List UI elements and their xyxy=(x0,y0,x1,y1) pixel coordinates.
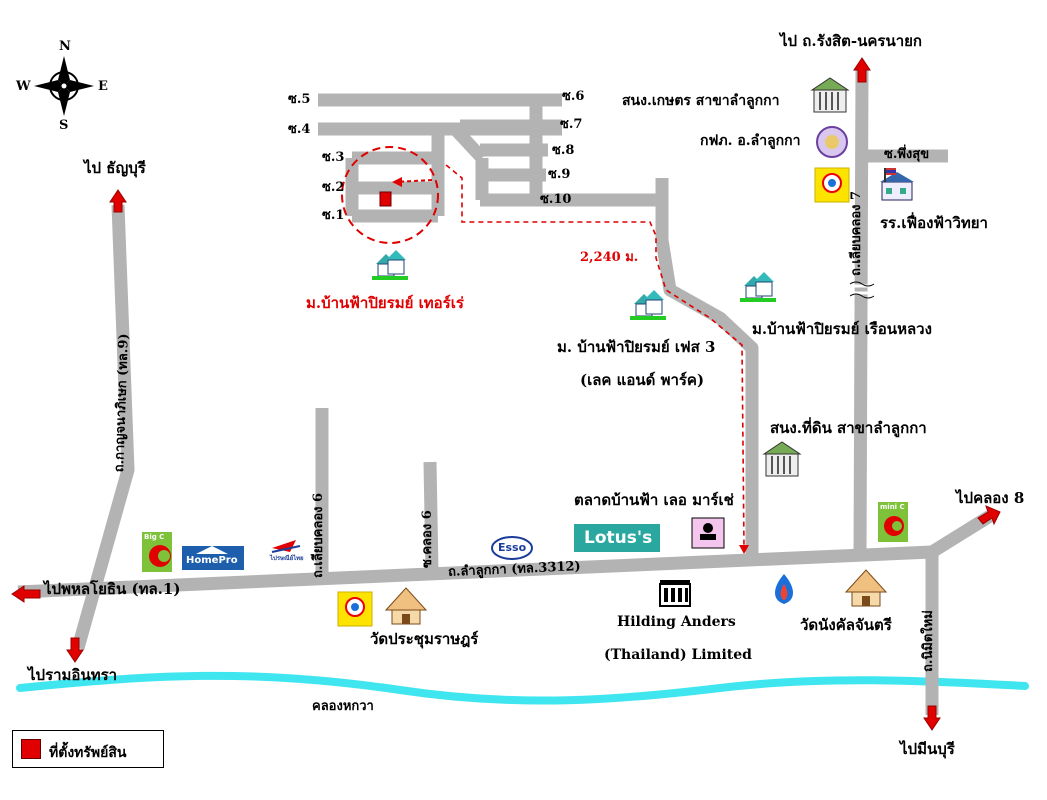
road-break-symbol xyxy=(848,284,876,295)
lotus-label: Lotus's xyxy=(584,528,653,548)
to-ram-inthra-label: ไปรามอินทรา xyxy=(28,666,118,684)
school-icon xyxy=(880,168,914,201)
market-label: ตลาดบ้านฟ้า เลอ มาร์เช่ xyxy=(574,491,734,509)
government-building-icon xyxy=(810,77,850,113)
legend-swatch xyxy=(21,739,41,759)
legend: ที่ตั้งทรัพย์สิน xyxy=(12,730,164,768)
road-kanchana xyxy=(71,204,135,650)
arrow-up-icon xyxy=(853,57,871,83)
compass-w-label: W xyxy=(16,79,31,94)
arrow-right-icon xyxy=(977,505,1001,526)
compass-rose-icon xyxy=(34,56,94,116)
soi-label: ซ.2 xyxy=(322,180,345,195)
property-marker[interactable] xyxy=(379,191,392,207)
direction-arrows xyxy=(11,57,1001,731)
estate-link xyxy=(450,124,487,163)
hilding-sub-label: (Thailand) Limited xyxy=(604,647,752,663)
factory-icon xyxy=(659,580,691,607)
soi-label: ซ.6 xyxy=(562,89,585,104)
arrow-down-icon xyxy=(923,705,941,731)
pea-seal-icon xyxy=(816,126,848,158)
road-khlong7 xyxy=(853,69,869,557)
homepro-logo-text: HomePro xyxy=(186,555,238,566)
arrow-left-icon xyxy=(11,585,41,603)
soi-khlong6-label: ซ.คลอง 6 xyxy=(420,510,435,568)
wat-nang-label: วัดนังคัลจันตรี xyxy=(800,616,892,634)
khlong-hok-wa-label: คลองหกวา xyxy=(312,699,374,714)
hilding-label: Hilding Anders xyxy=(617,614,736,630)
roads xyxy=(17,69,994,715)
wat-prachum-label: วัดประชุมราษฎร์ xyxy=(370,630,479,648)
legend-label: ที่ตั้งทรัพย์สิน xyxy=(49,745,127,761)
khlong7-road-label: ถ.เลียบคลอง 7 xyxy=(849,190,864,276)
to-thanyaburi-label: ไป ธัญบุรี xyxy=(84,159,146,177)
compass-e-label: E xyxy=(98,79,108,94)
road-to-khlong8 xyxy=(928,510,994,558)
soi-label: ซ.5 xyxy=(288,92,311,107)
bangchak-logo xyxy=(814,167,850,203)
house-icon xyxy=(372,250,408,280)
temple-icon xyxy=(384,587,428,625)
soi-label: ซ.10 xyxy=(540,192,572,207)
nimit-road-label: ถ.นิมิตใหม่ xyxy=(921,610,936,672)
government-building-icon xyxy=(762,441,802,477)
canal-khlong-hok-wa xyxy=(16,671,1029,705)
to-minburi-label: ไปมีนบุรี xyxy=(900,740,955,758)
route-dashed xyxy=(445,164,745,549)
big-c-logo xyxy=(142,532,172,572)
lotus-logo-bg xyxy=(574,524,660,552)
mini-c-logo-text: mini C xyxy=(880,503,905,511)
project-terrace-label[interactable]: ม.บ้านฟ้าปิยรมย์ เทอร์เร่ xyxy=(306,294,464,312)
agri-office-label: สนง.เกษตร สาขาลำลูกกา xyxy=(622,93,780,109)
bangchak-logo xyxy=(337,591,373,627)
compass-s-label: S xyxy=(59,118,69,133)
house-icon xyxy=(740,272,776,302)
school-label: รร.เฟื่องฟ้าวิทยา xyxy=(880,214,988,232)
pea-office-label: กฟภ. อ.ลำลูกกา xyxy=(700,133,801,149)
soi-label: ซ.7 xyxy=(560,117,583,132)
distance-label: 2,240 ม. xyxy=(580,250,639,265)
thailand-post-logo xyxy=(271,540,301,553)
market-icon xyxy=(691,517,725,549)
project-phase3-label: ม. บ้านฟ้าปิยรมย์ เฟส 3 xyxy=(557,338,716,356)
road-project-main xyxy=(655,178,759,554)
ptt-logo xyxy=(775,574,793,604)
arrow-down-icon xyxy=(66,637,84,663)
land-office-label: สนง.ที่ดิน สาขาลำลูกกา xyxy=(770,419,927,437)
to-khlong8-label: ไปคลอง 8 xyxy=(956,489,1025,507)
soi-phueng-suk-label: ซ.พึ่งสุข xyxy=(884,147,930,162)
soi-label: ซ.1 xyxy=(322,208,345,223)
esso-logo-text: Esso xyxy=(498,541,527,554)
to-rangsit-label: ไป ถ.รังสิต-นครนายก xyxy=(780,32,922,50)
house-icon xyxy=(630,290,666,320)
road-soi-khlong6 xyxy=(423,461,439,573)
soi-label: ซ.4 xyxy=(288,122,311,137)
project-ruean-luang-label: ม.บ้านฟ้าปิยรมย์ เรือนหลวง xyxy=(752,320,932,338)
arrow-up-icon xyxy=(109,189,127,213)
compass-n-label: N xyxy=(59,39,71,54)
road-lamlukka xyxy=(17,545,933,599)
target-circle xyxy=(341,146,439,244)
project-phase3-sub-label: (เลค แอนด์ พาร์ค) xyxy=(580,371,705,389)
soi-label: ซ.8 xyxy=(552,143,575,158)
temple-icon xyxy=(844,569,888,607)
mini-c-logo xyxy=(878,502,908,542)
soi-label: ซ.3 xyxy=(322,150,345,165)
homepro-logo xyxy=(182,546,244,570)
big-c-logo-text: Big C xyxy=(144,533,165,541)
khlong6-road-label: ถ.เลียบคลอง 6 xyxy=(311,492,326,578)
to-phahon-label: ไปพหลโยธิน (ทล.1) xyxy=(44,580,181,598)
post-logo-text: ไปรษณีย์ไทย xyxy=(270,555,304,562)
esso-logo xyxy=(491,536,533,560)
soi-label: ซ.9 xyxy=(548,167,571,182)
